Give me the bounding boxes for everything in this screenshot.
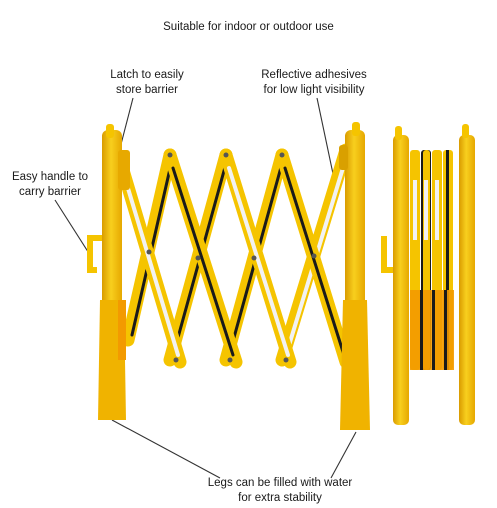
handle-callout-line2: carry barrier	[19, 186, 81, 198]
legs-leader-line-left	[111, 419, 221, 479]
reflective-callout-line2: for low light visibility	[263, 84, 365, 96]
expanded-barrier	[87, 122, 370, 430]
reflective-callout: Reflective adhesives for low light visib…	[244, 68, 384, 98]
leader-lines	[54, 97, 357, 479]
legs-callout-line2: for extra stability	[238, 492, 322, 504]
folded-left-post	[393, 135, 409, 425]
latch-callout-line2: store barrier	[116, 84, 178, 96]
headline-text: Suitable for indoor or outdoor use	[163, 21, 334, 33]
legs-callout: Legs can be filled with water for extra …	[160, 476, 400, 506]
handle-leader-line	[54, 199, 93, 259]
legs-leader-line-right	[330, 431, 357, 479]
handle-callout: Easy handle to carry barrier	[4, 170, 96, 200]
left-post	[87, 124, 130, 420]
handle-callout-line1: Easy handle to	[11, 171, 89, 183]
folded-right-post	[459, 135, 475, 425]
latch-callout-line1: Latch to easily	[110, 69, 184, 81]
folded-slats	[410, 150, 454, 370]
carry-handle	[87, 235, 102, 273]
falling-slats	[113, 148, 353, 369]
folded-barrier	[381, 124, 475, 425]
pivot-studs	[146, 152, 317, 363]
right-post	[339, 122, 370, 430]
latch-callout: Latch to easily store barrier	[92, 68, 202, 98]
latch-part	[118, 150, 130, 190]
reflective-callout-line1: Reflective adhesives	[261, 69, 367, 81]
legs-callout-line1: Legs can be filled with water	[207, 477, 353, 489]
